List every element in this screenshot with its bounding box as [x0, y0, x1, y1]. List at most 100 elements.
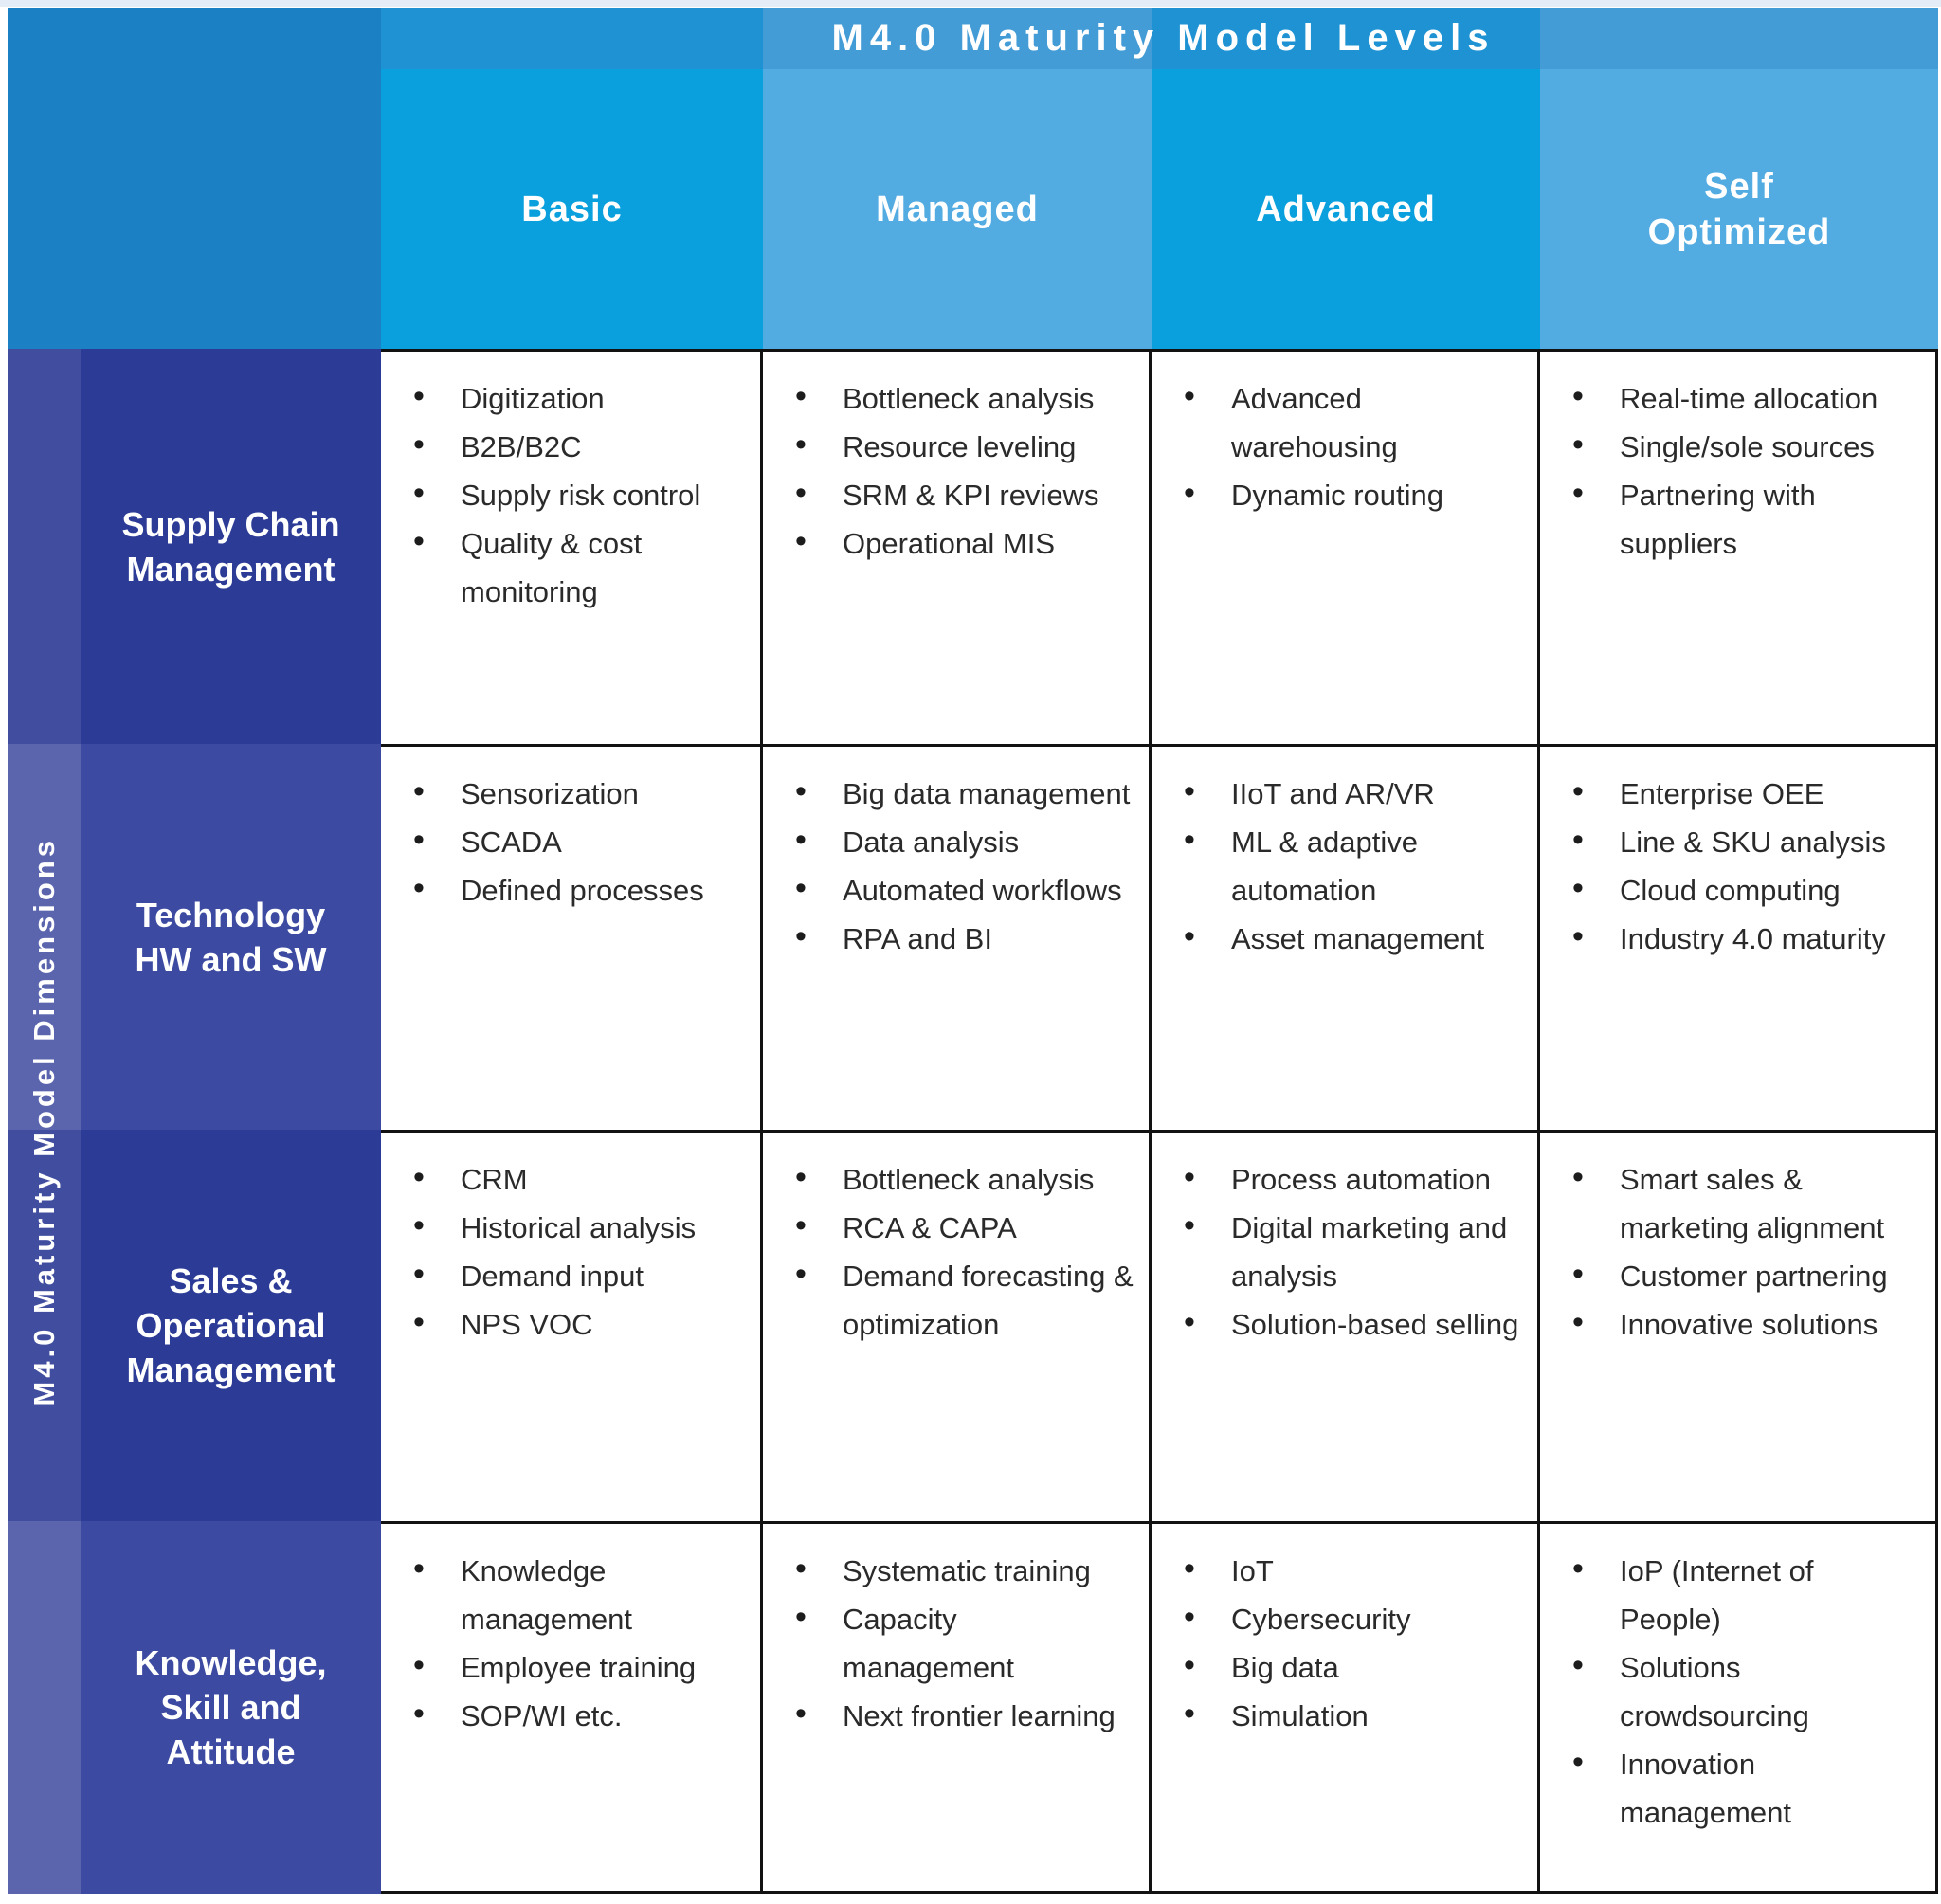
dimension-header-cell: Knowledge, Skill and Attitude: [81, 1521, 381, 1894]
bullet-item: Process automation: [1176, 1153, 1524, 1204]
bullet-item: CRM: [406, 1153, 747, 1204]
level-header-cell: Managed: [763, 69, 1152, 349]
matrix-cell-r2-c3: Smart sales & marketing alignmentCustome…: [1540, 1130, 1938, 1521]
bullet-item: Resource leveling: [788, 421, 1135, 471]
bullet-item: Solution-based selling: [1176, 1298, 1524, 1349]
bullet-item: Data analysis: [788, 816, 1135, 866]
bullet-item: Systematic training: [788, 1545, 1135, 1595]
matrix-cell-r1-c3: Enterprise OEELine & SKU analysisCloud c…: [1540, 744, 1938, 1130]
bullet-list: Systematic trainingCapacity managementNe…: [788, 1545, 1135, 1740]
bullet-item: Smart sales & marketing alignment: [1565, 1153, 1922, 1252]
bullet-item: SOP/WI etc.: [406, 1690, 747, 1740]
bullet-item: Asset management: [1176, 913, 1524, 963]
bullet-item: Historical analysis: [406, 1202, 747, 1252]
bullet-item: Next frontier learning: [788, 1690, 1135, 1740]
dimension-header-label: Knowledge, Skill and Attitude: [135, 1643, 327, 1771]
bullet-item: Operational MIS: [788, 517, 1135, 568]
matrix-cell-r3-c2: IoTCybersecurityBig dataSimulation: [1152, 1521, 1540, 1894]
bullet-item: Bottleneck analysis: [788, 1153, 1135, 1204]
bullet-item: RCA & CAPA: [788, 1202, 1135, 1252]
bullet-list: Process automationDigital marketing and …: [1176, 1153, 1524, 1349]
level-column-header-managed: Managed: [763, 8, 1152, 349]
title-band-segment: [1540, 8, 1938, 69]
title-band-segment: [1152, 8, 1540, 69]
bullet-item: NPS VOC: [406, 1298, 747, 1349]
bullet-item: Innovative solutions: [1565, 1298, 1922, 1349]
bullet-item: Quality & cost monitoring: [406, 517, 747, 616]
bullet-list: Enterprise OEELine & SKU analysisCloud c…: [1565, 768, 1922, 963]
matrix-cell-r0-c3: Real-time allocationSingle/sole sourcesP…: [1540, 349, 1938, 744]
bullet-list: Advanced warehousingDynamic routing: [1176, 372, 1524, 519]
bullet-item: Innovation management: [1565, 1738, 1922, 1837]
matrix-cell-r2-c0: CRMHistorical analysisDemand inputNPS VO…: [381, 1130, 763, 1521]
matrix-cell-r2-c1: Bottleneck analysisRCA & CAPADemand fore…: [763, 1130, 1152, 1521]
matrix-cell-r0-c0: DigitizationB2B/B2CSupply risk controlQu…: [381, 349, 763, 744]
bullet-item: Advanced warehousing: [1176, 372, 1524, 471]
bullet-item: Knowledge management: [406, 1545, 747, 1643]
matrix-cell-r3-c1: Systematic trainingCapacity managementNe…: [763, 1521, 1152, 1894]
bullet-item: Supply risk control: [406, 469, 747, 519]
bullet-list: Big data managementData analysisAutomate…: [788, 768, 1135, 963]
dimension-strip-segment: [8, 1521, 81, 1894]
bullet-list: Real-time allocationSingle/sole sourcesP…: [1565, 372, 1922, 568]
bullet-item: Customer partnering: [1565, 1250, 1922, 1300]
bullet-list: Bottleneck analysisResource levelingSRM …: [788, 372, 1135, 568]
level-header-label: Self Optimized: [1647, 166, 1831, 252]
table-row-3: Knowledge, Skill and Attitude Knowledge …: [8, 1521, 1938, 1894]
bullet-item: IIoT and AR/VR: [1176, 768, 1524, 818]
bullet-item: Line & SKU analysis: [1565, 816, 1922, 866]
header-band: Basic Managed Advanced Self Optimized: [8, 8, 1938, 349]
bullet-item: Capacity management: [788, 1593, 1135, 1692]
bullet-list: IoP (Internet of People)Solutions crowds…: [1565, 1545, 1922, 1837]
level-column-header-self-optimized: Self Optimized: [1540, 8, 1938, 349]
table-row-2: Sales & Operational Management CRMHistor…: [8, 1130, 1938, 1521]
matrix-cell-r2-c2: Process automationDigital marketing and …: [1152, 1130, 1540, 1521]
bullet-item: Employee training: [406, 1641, 747, 1692]
bullet-item: B2B/B2C: [406, 421, 747, 471]
bullet-item: Industry 4.0 maturity: [1565, 913, 1922, 963]
bullet-item: Digital marketing and analysis: [1176, 1202, 1524, 1300]
matrix-cell-r3-c0: Knowledge managementEmployee trainingSOP…: [381, 1521, 763, 1894]
bullet-item: Big data: [1176, 1641, 1524, 1692]
dimension-strip-segment: [8, 1130, 81, 1521]
table-row-0: Supply Chain Management DigitizationB2B/…: [8, 349, 1938, 744]
level-header-cell: Self Optimized: [1540, 69, 1938, 349]
bullet-item: Partnering with suppliers: [1565, 469, 1922, 568]
dimension-strip-segment: [8, 349, 81, 744]
bullet-list: SensorizationSCADADefined processes: [406, 768, 747, 915]
level-header-label: Basic: [521, 189, 623, 229]
header-columns: Basic Managed Advanced Self Optimized: [381, 8, 1938, 349]
bullet-item: Dynamic routing: [1176, 469, 1524, 519]
bullet-item: Defined processes: [406, 864, 747, 915]
dimension-header-cell: Supply Chain Management: [81, 349, 381, 744]
bullet-item: Cloud computing: [1565, 864, 1922, 915]
bullet-list: Smart sales & marketing alignmentCustome…: [1565, 1153, 1922, 1349]
bullet-item: SRM & KPI reviews: [788, 469, 1135, 519]
bullet-item: Demand forecasting & optimization: [788, 1250, 1135, 1349]
bullet-item: Simulation: [1176, 1690, 1524, 1740]
bullet-item: Bottleneck analysis: [788, 372, 1135, 423]
title-band-segment: [381, 8, 763, 69]
level-column-header-advanced: Advanced: [1152, 8, 1540, 349]
level-header-label: Managed: [876, 189, 1039, 229]
bullet-item: Automated workflows: [788, 864, 1135, 915]
bullet-item: IoP (Internet of People): [1565, 1545, 1922, 1643]
matrix-cell-r0-c1: Bottleneck analysisResource levelingSRM …: [763, 349, 1152, 744]
maturity-table: Basic Managed Advanced Self Optimized Su…: [8, 8, 1938, 1894]
bullet-list: CRMHistorical analysisDemand inputNPS VO…: [406, 1153, 747, 1349]
dimension-header-label: Sales & Operational Management: [126, 1261, 336, 1389]
level-column-header-basic: Basic: [381, 8, 763, 349]
bullet-list: Knowledge managementEmployee trainingSOP…: [406, 1545, 747, 1740]
dimension-strip-segment: [8, 744, 81, 1130]
title-band-segment: [763, 8, 1152, 69]
bullet-item: ML & adaptive automation: [1176, 816, 1524, 915]
matrix-cell-r0-c2: Advanced warehousingDynamic routing: [1152, 349, 1540, 744]
bullet-item: Big data management: [788, 768, 1135, 818]
dimension-header-label: Supply Chain Management: [121, 504, 340, 589]
table-rows: Supply Chain Management DigitizationB2B/…: [8, 349, 1938, 1894]
bullet-item: Enterprise OEE: [1565, 768, 1922, 818]
bullet-item: Digitization: [406, 372, 747, 423]
matrix-cell-r3-c3: IoP (Internet of People)Solutions crowds…: [1540, 1521, 1938, 1894]
table-row-1: Technology HW and SW SensorizationSCADAD…: [8, 744, 1938, 1130]
